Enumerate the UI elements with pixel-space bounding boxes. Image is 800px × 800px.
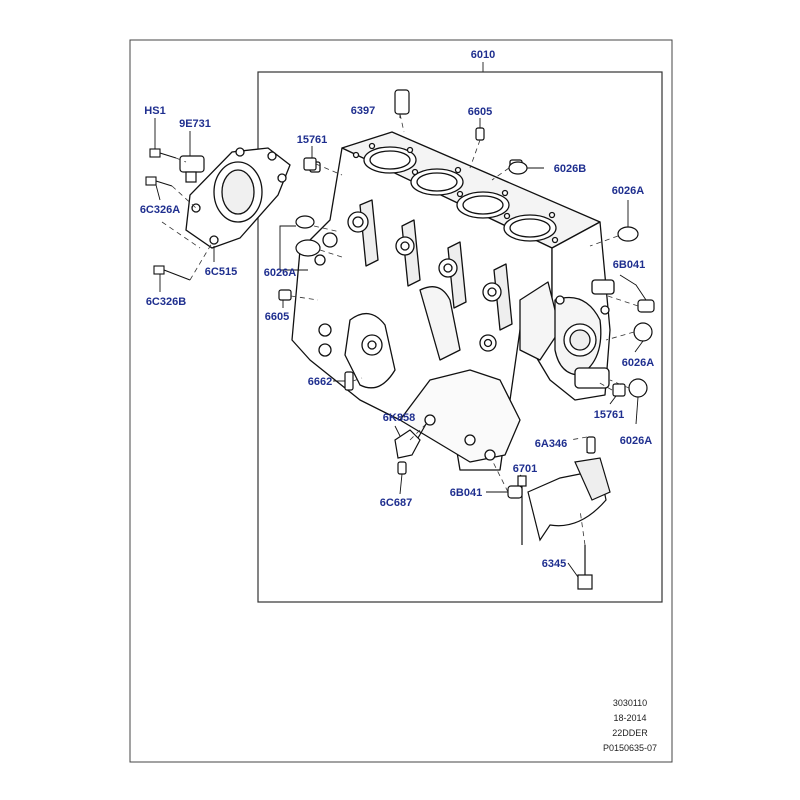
label-9e731: 9E731 — [179, 118, 211, 130]
label-6345: 6345 — [542, 558, 566, 570]
label-6026a-left: 6026A — [264, 267, 296, 279]
label-6605-left: 6605 — [265, 311, 289, 323]
diagram-reference-id: P0150635-07 — [560, 743, 700, 753]
crank-position-sensor — [179, 155, 205, 183]
reference-line-3: 22DDER — [612, 728, 648, 738]
diagram-reference-block: 3030110 — [560, 698, 700, 708]
rear-seal-carrier — [185, 147, 291, 249]
label-6c326b: 6C326B — [146, 296, 186, 308]
reference-line-2: 18-2014 — [613, 713, 647, 723]
label-6662: 6662 — [308, 376, 332, 388]
label-6010: 6010 — [471, 49, 495, 61]
label-15761-bottom: 15761 — [594, 409, 625, 421]
diagram-reference-code: 22DDER — [560, 728, 700, 738]
reference-line-1: 3030110 — [612, 698, 648, 708]
cylinder-block-group-frame — [257, 71, 663, 603]
label-6b041-right: 6B041 — [613, 259, 645, 271]
label-6026a-right: 6026A — [612, 185, 644, 197]
leader-lines — [154, 114, 647, 578]
label-6026b: 6026B — [554, 163, 586, 175]
label-6026a-bottom: 6026A — [620, 435, 652, 447]
assembly-dashed-lines — [161, 113, 639, 546]
label-6c687: 6C687 — [380, 497, 412, 509]
dowel-6397 — [394, 89, 410, 115]
label-15761-top: 15761 — [297, 134, 328, 146]
label-hs1: HS1 — [144, 105, 165, 117]
main-bearing-halves — [527, 457, 611, 542]
label-6605-top: 6605 — [468, 106, 492, 118]
dowel-6605-top — [475, 127, 485, 141]
label-6k858: 6K858 — [383, 412, 415, 424]
label-6701: 6701 — [513, 463, 537, 475]
label-6c515: 6C515 — [205, 266, 237, 278]
label-6b041-bottom: 6B041 — [450, 487, 482, 499]
carrier-bolts — [145, 148, 191, 281]
callout-labels: 6010 HS1 9E731 6C326A 6C515 6C326B 6397 … — [140, 49, 654, 570]
diagram-reference-date: 18-2014 — [560, 713, 700, 723]
label-6c326a: 6C326A — [140, 204, 180, 216]
dowels-and-plugs — [278, 89, 655, 590]
reference-line-4: P0150635-07 — [602, 743, 658, 753]
label-6397: 6397 — [351, 105, 375, 117]
diagram-frame — [129, 39, 673, 763]
label-6026a-mid: 6026A — [622, 357, 654, 369]
label-6a346: 6A346 — [535, 438, 567, 450]
cylinder-block — [291, 131, 615, 471]
